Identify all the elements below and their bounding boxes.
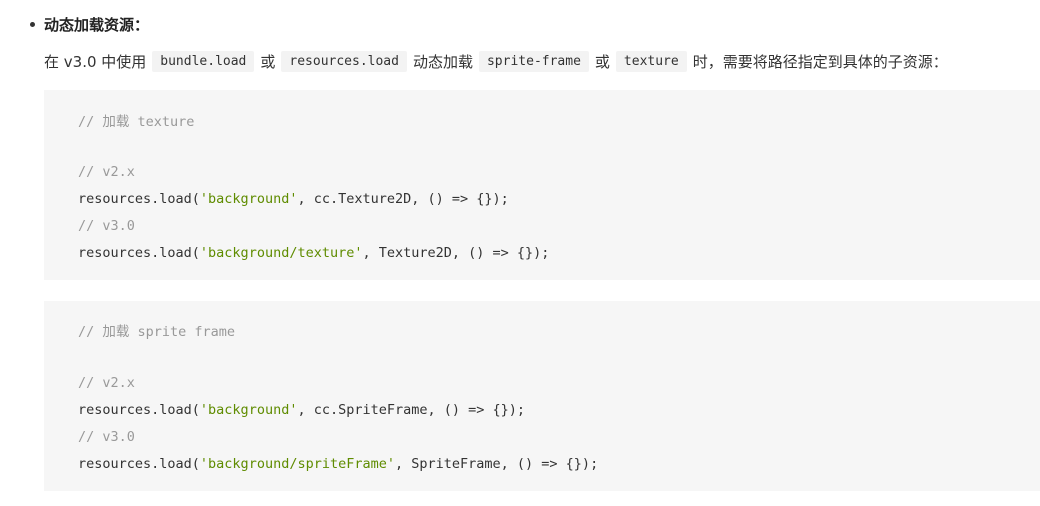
bullet-icon — [30, 22, 35, 27]
code-block-sprite-frame: // 加载 sprite frame // v2.x resources.loa… — [44, 301, 1040, 491]
code-text: resources.load( — [78, 456, 200, 472]
code-block-texture: // 加载 texture // v2.x resources.load('ba… — [44, 90, 1040, 280]
heading-text: 动态加载资源： — [44, 16, 150, 34]
code-text: resources.load( — [78, 402, 200, 418]
code-text: , Texture2D, () => {}); — [362, 245, 550, 261]
text: 时，需要将路径指定到具体的子资源： — [692, 53, 948, 71]
code-text: resources.load( — [78, 191, 200, 207]
code-string: 'background/spriteFrame' — [199, 456, 395, 472]
code-string: 'background' — [199, 402, 298, 418]
code-text: , SpriteFrame, () => {}); — [395, 456, 599, 472]
code-line: resources.load('background/spriteFrame',… — [78, 456, 598, 472]
code-comment: // 加载 texture — [78, 114, 195, 130]
code-comment: // v3.0 — [78, 429, 135, 445]
text: 或 — [260, 53, 276, 71]
list-item-heading: 动态加载资源： — [30, 14, 149, 35]
text: 在 v3.0 中使用 — [44, 53, 147, 71]
code-line: resources.load('background', cc.Texture2… — [78, 191, 509, 207]
code-string: 'background/texture' — [199, 245, 363, 261]
description-paragraph: 在 v3.0 中使用 bundle.load 或 resources.load … — [44, 51, 948, 72]
inline-code: texture — [615, 51, 687, 72]
code-comment: // 加载 sprite frame — [78, 324, 236, 340]
code-string: 'background' — [199, 191, 298, 207]
code-comment: // v2.x — [78, 164, 135, 180]
code-text: , cc.SpriteFrame, () => {}); — [297, 402, 526, 418]
code-line: resources.load('background', cc.SpriteFr… — [78, 402, 525, 418]
code-comment: // v3.0 — [78, 218, 135, 234]
inline-code: resources.load — [281, 51, 407, 72]
inline-code: sprite-frame — [478, 51, 589, 72]
code-text: , cc.Texture2D, () => {}); — [297, 191, 509, 207]
code-comment: // v2.x — [78, 375, 135, 391]
code-line: resources.load('background/texture', Tex… — [78, 245, 549, 261]
code-text: resources.load( — [78, 245, 200, 261]
text: 动态加载 — [412, 53, 473, 71]
inline-code: bundle.load — [152, 51, 255, 72]
text: 或 — [594, 53, 610, 71]
